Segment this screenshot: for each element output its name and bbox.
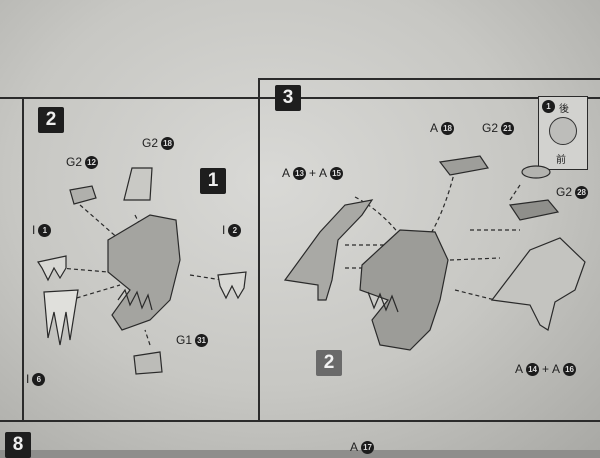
step3-number: 3	[275, 85, 301, 111]
part-label-i-2: I 2	[222, 223, 242, 237]
part-prefix: G2	[142, 136, 159, 150]
bottom-rule	[0, 420, 600, 422]
part-prefix: G2	[556, 185, 573, 199]
part-label-a-18: A 18	[430, 121, 455, 135]
part-joiner: +	[542, 362, 550, 376]
teeth-upper	[367, 291, 399, 313]
peg-diagram	[549, 117, 577, 145]
guide-line	[454, 289, 496, 301]
guide-line	[429, 169, 456, 236]
guide-line	[134, 214, 146, 236]
part-prefix: I	[26, 372, 30, 386]
part-label-g2-21: G2 21	[482, 121, 515, 135]
part-joiner: +	[309, 166, 317, 180]
part-g1-31	[133, 351, 163, 375]
part-prefix: A	[515, 362, 524, 376]
part-number: 6	[32, 372, 46, 386]
part-number: 21	[501, 121, 515, 135]
guide-line	[69, 284, 121, 301]
part-prefix: A	[552, 362, 561, 376]
part-g2-12	[69, 185, 97, 205]
guide-line	[144, 329, 151, 346]
callout-number: 1	[542, 100, 555, 113]
subassembly-ref-1: 1	[200, 168, 226, 194]
part-label-g2-12: G2 12	[66, 155, 99, 169]
part-number: 13	[293, 166, 307, 180]
part-i-6	[43, 289, 79, 346]
step2-parts	[37, 167, 247, 375]
part-i-2	[217, 271, 247, 300]
part-prefix: I	[222, 223, 226, 237]
head-assembly-1	[107, 214, 181, 331]
teeth-lower	[117, 288, 153, 311]
part-number: 28	[575, 185, 589, 199]
part-prefix: A	[430, 121, 439, 135]
part-g2-28	[508, 199, 560, 221]
part-number: 1	[38, 223, 52, 237]
part-prefix: G2	[66, 155, 83, 169]
guide-line	[354, 196, 401, 236]
detail-callout: 1 後 前	[538, 96, 588, 170]
part-number: 2	[228, 223, 242, 237]
part-prefix: A	[319, 166, 328, 180]
part-number: 31	[195, 333, 209, 347]
part-number: 18	[441, 121, 455, 135]
guide-line	[79, 204, 121, 241]
part-prefix: G1	[176, 333, 193, 347]
guide-line	[509, 184, 521, 201]
part-g2-21	[521, 165, 551, 179]
part-prefix: I	[32, 223, 36, 237]
part-prefix: A	[350, 440, 359, 454]
part-label-g2-28: G2 28	[556, 185, 589, 199]
guide-line	[449, 257, 501, 261]
part-number: 12	[85, 155, 99, 169]
subassembly-ref-2: 2	[316, 350, 342, 376]
part-prefix: G2	[482, 121, 499, 135]
part-prefix: A	[282, 166, 291, 180]
part-label-i-6: I 6	[26, 372, 46, 386]
part-i-1	[37, 255, 67, 282]
part-number: 14	[526, 362, 540, 376]
step3-parts	[283, 155, 586, 351]
part-number: 15	[330, 166, 344, 180]
callout-text-front: 前	[556, 155, 566, 166]
part-number: 18	[161, 136, 175, 150]
callout-text-back: 後	[559, 104, 569, 115]
part-label-i-1: I 1	[32, 223, 52, 237]
step2-number: 2	[38, 107, 64, 133]
part-a-18	[438, 155, 490, 176]
head-assembly-2	[359, 229, 449, 351]
part-number: 16	[563, 362, 577, 376]
part-label-g1-31: G1 31	[176, 333, 209, 347]
part-a14-a16	[490, 237, 586, 331]
guide-line	[59, 267, 109, 273]
part-label-a14-a16: A 14 + A 16	[515, 362, 577, 376]
part-label-g2-18: G2 18	[142, 136, 175, 150]
part-label-a13-a15: A 13 + A 15	[282, 166, 344, 180]
guide-line	[189, 274, 223, 281]
part-a13-a15	[283, 199, 374, 301]
part-g2-18	[123, 167, 153, 201]
